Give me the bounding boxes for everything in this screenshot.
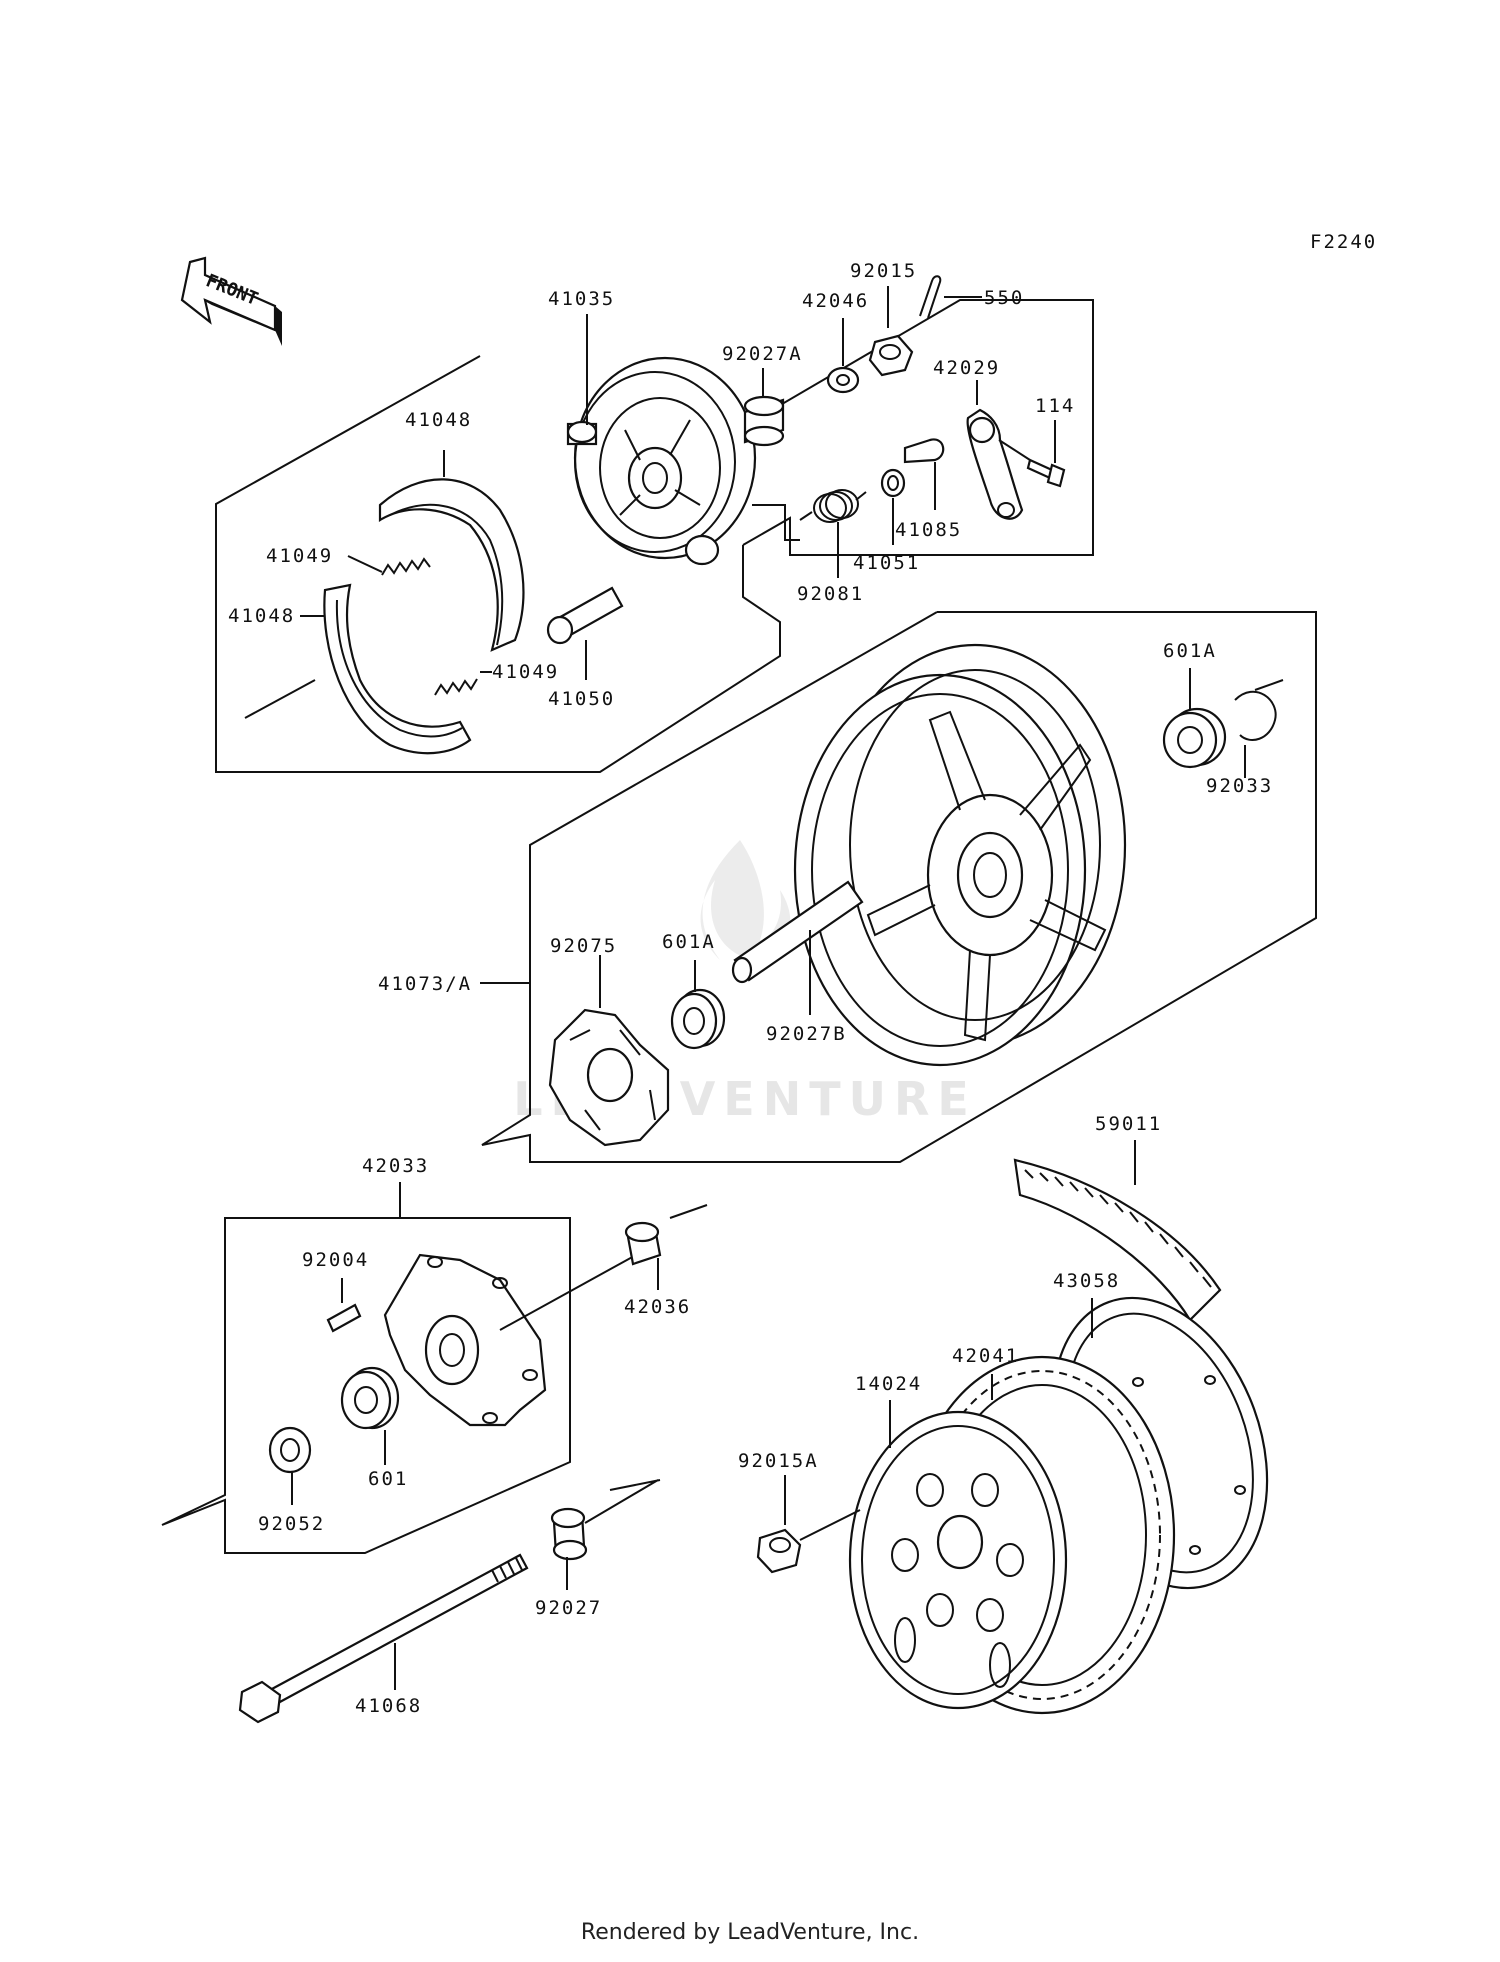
label-43058: 43058 [1053,1270,1120,1292]
hub-frame [161,1217,571,1554]
label-41085: 41085 [895,519,962,541]
brake-shoe-upper [378,478,525,652]
wear-indicator-41085 [903,438,945,464]
label-92027: 92027 [535,1597,602,1619]
label-92033: 92033 [1206,775,1273,797]
label-92052: 92052 [258,1513,325,1535]
label-41051: 41051 [853,552,920,574]
label-59011: 59011 [1095,1113,1162,1135]
label-601: 601 [368,1468,408,1490]
collar-42036 [624,1221,662,1266]
label-42041: 42041 [952,1345,1019,1367]
label-41050: 41050 [548,688,615,710]
sleeve-92027B [731,880,864,984]
hub-damper-92075 [548,1008,670,1147]
collar-92027 [550,1507,588,1561]
sprocket-cover-14024 [848,1410,1068,1710]
brake-shoe-lower [323,583,472,755]
label-42029: 42029 [933,357,1000,379]
brake-lever-42029 [966,408,1024,520]
drive-belt-59011 [1013,1158,1222,1322]
label-41048-a: 41048 [405,409,472,431]
label-42036: 42036 [624,1296,691,1318]
label-41068: 41068 [355,1695,422,1717]
nut-92015A [756,1528,802,1574]
front-arrow-icon: FRONT [180,256,282,346]
label-42033: 42033 [362,1155,429,1177]
nut-92015 [868,334,914,377]
sprocket-hub-42033 [383,1253,547,1427]
label-550: 550 [984,287,1024,309]
label-41049-a: 41049 [266,545,333,567]
label-41049-b: 41049 [492,661,559,683]
label-92027A: 92027A [722,343,803,365]
bearing-601 [340,1366,400,1430]
label-601A-b: 601A [662,931,716,953]
label-14024: 14024 [855,1373,922,1395]
label-41073A: 41073/A [378,973,472,995]
label-92081: 92081 [797,583,864,605]
label-92027B: 92027B [766,1023,847,1045]
label-92015: 92015 [850,260,917,282]
seal-41051 [880,468,906,498]
label-601A-a: 601A [1163,640,1217,662]
label-114: 114 [1035,395,1075,417]
circlip-92033 [1234,690,1277,741]
axle-41068 [238,1553,529,1724]
stud-92004 [326,1303,362,1333]
camshaft [546,586,624,645]
cotter-pin-550 [919,275,942,319]
bolt-114 [1026,458,1066,488]
wheel-frame [481,611,1317,1163]
label-41048-b: 41048 [228,605,295,627]
diagram-code: F2240 [1310,231,1377,253]
footer-credit: Rendered by LeadVenture, Inc. [580,1920,920,1945]
bearing-601A-b [670,988,726,1050]
collar-92027A [743,395,785,447]
washer-42046 [826,366,860,394]
spring-upper [347,555,431,576]
torsion-spring-92081 [799,489,867,523]
spacer-92052 [268,1426,312,1474]
label-92075: 92075 [550,935,617,957]
spring-lower [434,671,492,696]
brake-panel-frame [215,355,781,773]
bearing-601A-a [1162,707,1227,769]
rear-wheel [793,643,1127,1067]
label-42046: 42046 [802,290,869,312]
label-92015A: 92015A [738,1450,819,1472]
brake-panel [566,356,757,566]
label-41035: 41035 [548,288,615,310]
label-92004: 92004 [302,1249,369,1271]
